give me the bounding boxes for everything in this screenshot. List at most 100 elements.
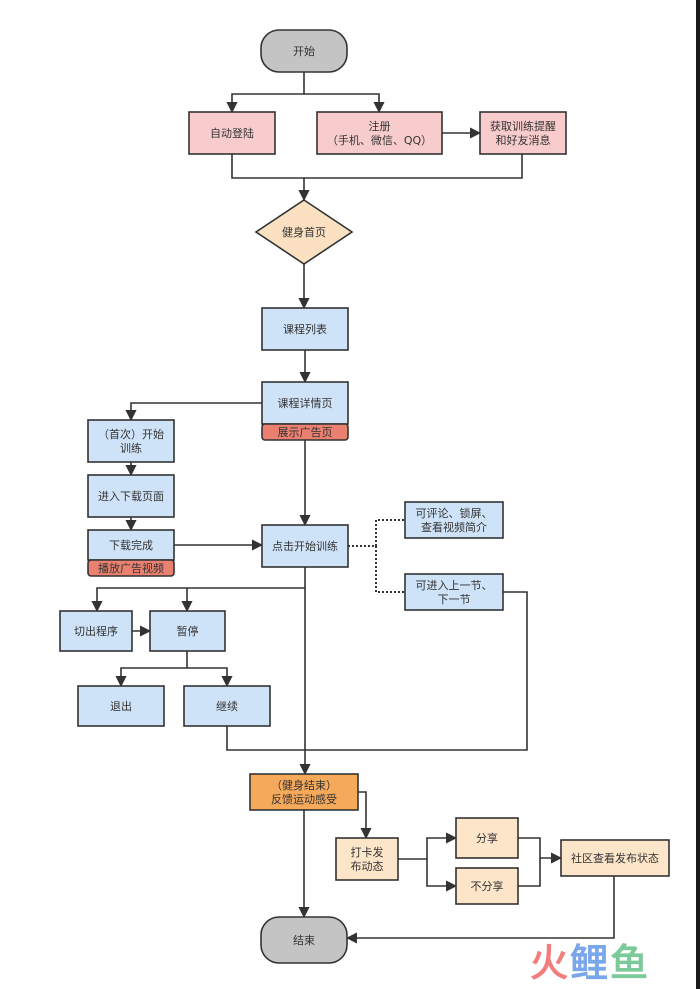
- edge-course-detail-to-first-training: [125, 402, 262, 422]
- node-label: 展示广告页: [278, 426, 333, 439]
- edge-prev-next-to-feedback: [305, 591, 528, 751]
- node-label: 课程详情页: [278, 396, 333, 410]
- node-fitness-home: 健身首页: [254, 199, 354, 265]
- edge-click-start-to-prev-next: [375, 546, 405, 593]
- watermark-char-3: 鱼: [610, 941, 649, 985]
- edge-pause-to-exit: [115, 651, 188, 688]
- node-label: 暂停: [177, 624, 199, 638]
- node-shape: [404, 501, 504, 539]
- node-click-start: 点击开始训练: [261, 524, 349, 568]
- node-shape: [59, 610, 133, 652]
- node-label: 不分享: [471, 879, 504, 893]
- node-label: 点击开始训练: [272, 539, 338, 553]
- node-shape: [479, 111, 567, 155]
- node-shape: [183, 685, 271, 727]
- edge-resume-to-feedback: [226, 726, 305, 751]
- node-shape: [316, 111, 443, 155]
- node-label: 可进入上一节、: [416, 579, 493, 592]
- node-shape: [261, 524, 349, 568]
- node-label: （健身结束）: [271, 778, 337, 792]
- watermark-logo: 火 鲤 鱼: [530, 942, 648, 984]
- node-shape: [560, 839, 670, 877]
- node-course-detail: 课程详情页: [261, 381, 349, 425]
- node-label: （首次）开始: [98, 427, 164, 441]
- node-label: 和好友消息: [496, 133, 551, 147]
- edge-share-to-community-status: [518, 837, 563, 864]
- node-exit: 退出: [77, 685, 165, 727]
- node-shape: [254, 199, 354, 265]
- node-shape: [77, 685, 165, 727]
- node-shape: [260, 916, 348, 964]
- node-shape: [261, 423, 349, 441]
- node-shape: [149, 610, 226, 652]
- node-label: 布动态: [351, 860, 384, 873]
- node-shape: [87, 474, 175, 518]
- node-label: 切出程序: [74, 624, 118, 638]
- edge-checkin-post-to-share: [398, 832, 458, 860]
- node-label: 反馈运动感受: [271, 793, 337, 806]
- node-label: 训练: [120, 441, 142, 455]
- node-label: 播放广告视频: [98, 561, 164, 575]
- node-shape: [87, 419, 175, 463]
- node-shape: [87, 559, 175, 577]
- node-label: 退出: [110, 699, 132, 713]
- node-label: 下一节: [438, 593, 471, 606]
- node-first-training: （首次）开始训练: [87, 419, 175, 463]
- node-comment-lock: 可评论、锁屏、查看视频简介: [404, 501, 504, 539]
- node-download-page: 进入下载页面: [87, 474, 175, 518]
- edge-click-start-to-switch-out: [91, 567, 306, 613]
- node-label: 分享: [476, 831, 498, 845]
- node-shape: [188, 111, 276, 155]
- node-register: 注册（手机、微信、QQ）: [316, 111, 443, 155]
- node-shape: [260, 29, 348, 73]
- node-label: 打卡发: [351, 845, 384, 859]
- node-label: 社区查看发布状态: [571, 851, 659, 865]
- node-label: 开始: [293, 44, 315, 58]
- edge-auto-login-to-fitness-home: [231, 154, 310, 202]
- node-label: 课程列表: [283, 322, 327, 336]
- node-auto-login: 自动登陆: [188, 111, 276, 155]
- node-prev-next: 可进入上一节、下一节: [404, 573, 504, 611]
- node-shape: [404, 573, 504, 611]
- node-label: 继续: [216, 699, 238, 713]
- node-label: 健身首页: [282, 225, 326, 239]
- node-no-share: 不分享: [455, 867, 519, 905]
- node-shape: [249, 773, 359, 811]
- node-label: 下载完成: [109, 538, 153, 552]
- edge-start-to-register: [304, 93, 385, 114]
- node-label: 自动登陆: [210, 126, 254, 140]
- edge-click-start-to-comment-lock: [348, 519, 405, 547]
- node-course-list: 课程列表: [261, 307, 349, 351]
- node-community-status: 社区查看发布状态: [560, 839, 670, 877]
- edge-no-share-to-community-status: [518, 858, 541, 887]
- node-shape: [455, 817, 519, 859]
- right-border: [696, 0, 700, 989]
- node-label: 结束: [293, 934, 315, 947]
- node-label: 获取训练提醒: [490, 119, 556, 133]
- node-label: 查看视频简介: [421, 520, 487, 534]
- node-download-done: 下载完成: [87, 529, 175, 561]
- watermark-char-2: 鲤: [570, 941, 609, 985]
- edge-community-status-to-end: [345, 876, 615, 944]
- node-shape: [261, 381, 349, 425]
- node-label: 可评论、锁屏、: [416, 506, 493, 520]
- node-resume: 继续: [183, 685, 271, 727]
- node-shape: [455, 867, 519, 905]
- node-pause: 暂停: [149, 610, 226, 652]
- node-share: 分享: [455, 817, 519, 859]
- node-end: 结束: [260, 916, 348, 964]
- node-show-ad-page: 展示广告页: [261, 423, 349, 441]
- edge-feedback-to-checkin-post: [358, 791, 372, 840]
- edge-checkin-post-to-no-share: [426, 859, 458, 892]
- node-start: 开始: [260, 29, 348, 73]
- edge-start-to-auto-login: [226, 72, 305, 114]
- edge-pause-to-resume: [187, 667, 233, 688]
- node-label: 进入下载页面: [98, 490, 164, 503]
- node-feedback: （健身结束）反馈运动感受: [249, 773, 359, 811]
- edge-get-reminders-to-fitness-home: [304, 154, 523, 179]
- node-switch-out: 切出程序: [59, 610, 133, 652]
